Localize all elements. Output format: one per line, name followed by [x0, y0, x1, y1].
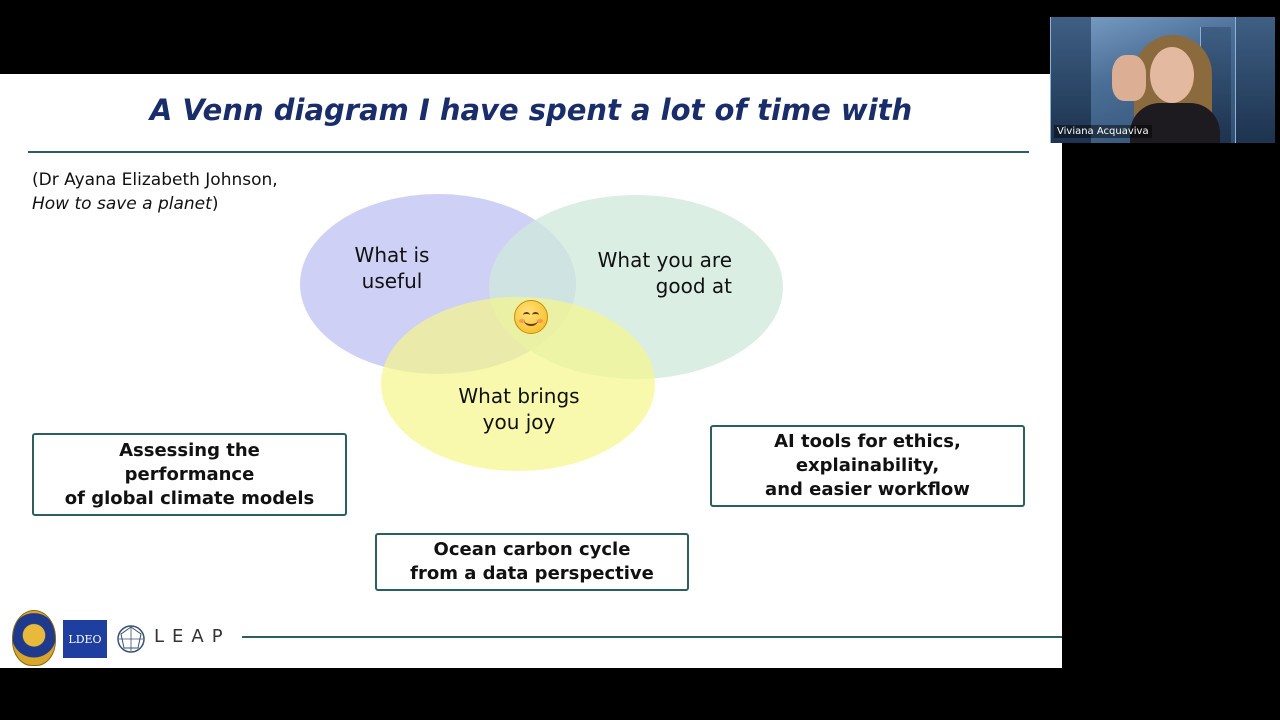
- university-seal-icon: [12, 610, 56, 666]
- leap-wordmark: LEAP: [154, 626, 231, 647]
- waving-hand: [1112, 55, 1146, 101]
- footer-divider: [242, 636, 1062, 638]
- box-ocean-carbon-line2: from a data perspective: [410, 563, 654, 584]
- venn-label-joy-line2: you joy: [482, 410, 556, 434]
- ldeo-logo-icon: LDEO: [63, 620, 107, 658]
- smiling-face-icon: [514, 300, 548, 334]
- participant-video-tile[interactable]: Viviana Acquaviva: [1050, 17, 1275, 143]
- box-ocean-carbon-line1: Ocean carbon cycle: [433, 539, 631, 560]
- citation: (Dr Ayana Elizabeth Johnson, How to save…: [32, 168, 278, 216]
- venn-label-good-at: What you are good at: [574, 247, 732, 299]
- box-climate-models-line3: of global climate models: [64, 487, 315, 509]
- leap-logo-icon: [117, 625, 145, 653]
- citation-close: ): [211, 194, 219, 214]
- citation-book: How to save a planet: [32, 194, 212, 214]
- slide-title: A Venn diagram I have spent a lot of tim…: [149, 93, 913, 127]
- title-divider: [28, 151, 1029, 153]
- box-ai-tools-line3: and easier workflow: [765, 479, 970, 500]
- venn-label-useful-line2: useful: [361, 269, 423, 293]
- box-ocean-carbon: Ocean carbon cycle from a data perspecti…: [375, 533, 689, 591]
- citation-author: (Dr Ayana Elizabeth Johnson,: [32, 170, 278, 190]
- venn-label-joy-line1: What brings: [458, 384, 580, 408]
- venn-diagram: [300, 194, 783, 471]
- video-background-building: [1235, 17, 1275, 143]
- box-ai-tools-line1: AI tools for ethics,: [774, 431, 961, 452]
- venn-circle-joy: [381, 297, 655, 471]
- box-climate-models-line2: performance: [124, 463, 255, 485]
- venn-label-good-at-line2: good at: [655, 274, 732, 298]
- presentation-slide: A Venn diagram I have spent a lot of tim…: [0, 74, 1062, 668]
- participant-name-label: Viviana Acquaviva: [1054, 125, 1152, 138]
- box-climate-models-line1: Assessing the: [119, 439, 260, 461]
- box-ai-tools: AI tools for ethics, explainability, and…: [710, 425, 1025, 507]
- venn-label-good-at-line1: What you are: [597, 248, 732, 272]
- participant-body: [1130, 103, 1220, 143]
- citation-book-line: How to save a planet): [32, 192, 278, 216]
- participant-face: [1150, 47, 1194, 103]
- video-background-building: [1050, 17, 1091, 143]
- venn-label-joy: What brings you joy: [438, 383, 600, 435]
- box-ai-tools-line2: explainability,: [795, 455, 940, 476]
- venn-label-useful: What is useful: [336, 242, 448, 294]
- venn-label-useful-line1: What is: [354, 243, 430, 267]
- box-climate-models: Assessing the performance of global clim…: [32, 433, 347, 516]
